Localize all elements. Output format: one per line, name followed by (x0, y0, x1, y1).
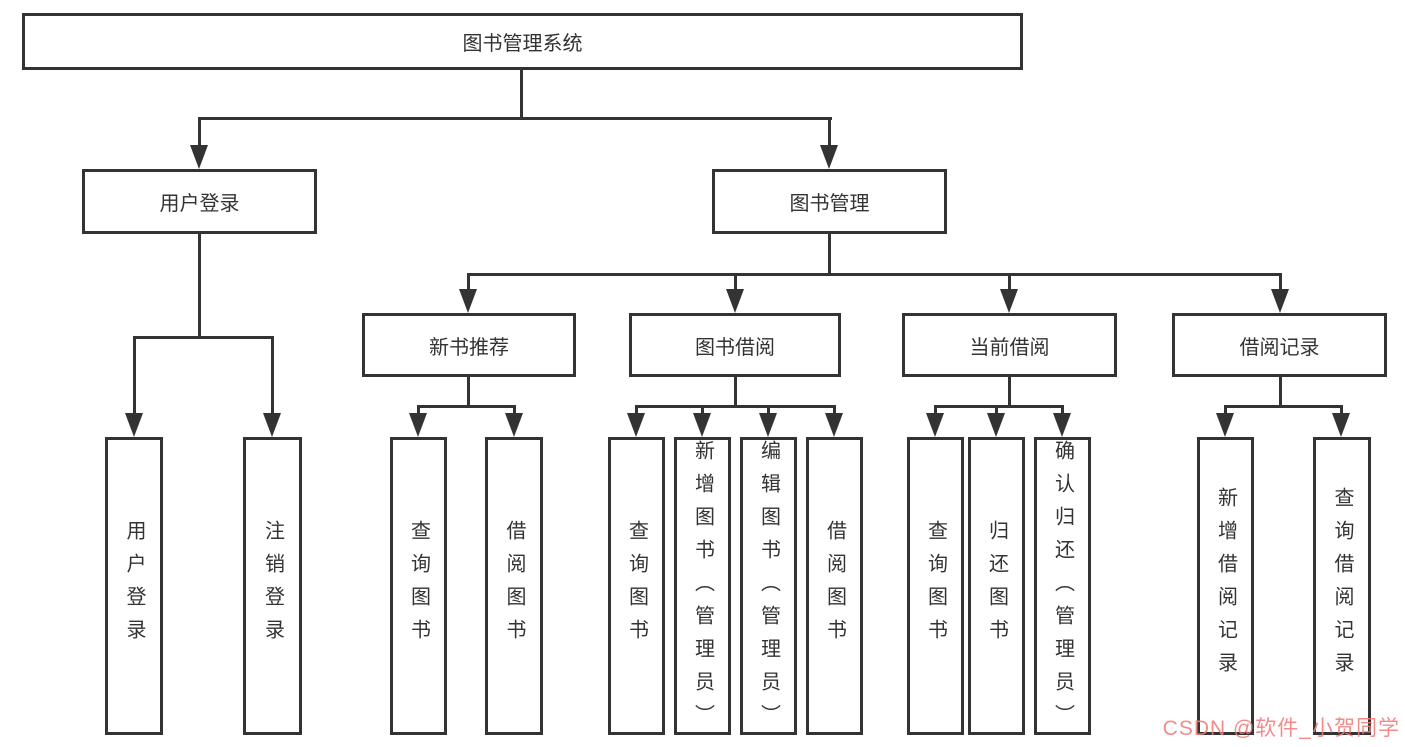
arrowhead-down-icon (1216, 413, 1234, 437)
arrowhead-down-icon (263, 413, 281, 437)
node-label: 查询借阅记录 (1331, 487, 1353, 685)
node-label: 图书借阅 (695, 336, 775, 359)
connector-stem (767, 408, 770, 414)
arrowhead-down-icon (987, 413, 1005, 437)
node-label: 图书管理 (789, 193, 870, 215)
connector-stem (701, 408, 704, 414)
connector-level2-rail (198, 117, 832, 120)
node-leaf-user-login: 用户登录 (105, 437, 163, 735)
node-label: 查询图书 (625, 520, 648, 652)
connector-stem (198, 120, 201, 146)
connector-recommend-trunk (467, 377, 470, 405)
node-label: 注销登录 (261, 520, 284, 652)
arrowhead-down-icon (409, 413, 427, 437)
node-leaf-logout: 注销登录 (243, 437, 302, 735)
arrowhead-down-icon (693, 413, 711, 437)
arrowhead-down-icon (1332, 413, 1350, 437)
connector-stem (995, 408, 998, 414)
node-label: 当前借阅 (969, 336, 1050, 359)
node-library-system: 图书管理系统 (22, 13, 1023, 70)
connector-stem (417, 408, 420, 414)
node-label: 确认归还（管理员） (1051, 440, 1074, 737)
watermark: CSDN @软件_小贺同学 (1162, 717, 1400, 740)
connector-stem (635, 408, 638, 414)
connector-stem (734, 276, 737, 290)
node-leaf-borrow-books-recommend: 借阅图书 (485, 437, 543, 735)
node-leaf-confirm-return-admin: 确认归还（管理员） (1034, 437, 1091, 737)
arrowhead-down-icon (726, 289, 744, 313)
node-label: 借阅图书 (823, 520, 846, 652)
node-leaf-borrow-books-borrowing: 借阅图书 (806, 437, 863, 735)
connector-user-login-rail (133, 336, 274, 339)
arrowhead-down-icon (125, 413, 143, 437)
connector-stem (1340, 408, 1343, 414)
node-label: 新增图书（管理员） (691, 440, 714, 737)
connector-book-management-trunk (828, 233, 831, 273)
arrowhead-down-icon (190, 145, 208, 169)
node-book-management: 图书管理 (712, 169, 947, 234)
node-label: 查询图书 (924, 520, 947, 652)
node-label: 借阅记录 (1239, 336, 1320, 359)
arrowhead-down-icon (1271, 289, 1289, 313)
arrowhead-down-icon (926, 413, 944, 437)
arrowhead-down-icon (1053, 413, 1071, 437)
connector-records-trunk (1279, 377, 1282, 405)
node-label: 图书管理系统 (462, 33, 583, 55)
arrowhead-down-icon (459, 289, 477, 313)
connector-current-trunk (1008, 377, 1011, 405)
connector-borrowing-trunk (734, 377, 737, 405)
node-user-login: 用户登录 (82, 169, 317, 234)
node-book-borrowing: 图书借阅 (629, 313, 841, 377)
node-borrowing-records: 借阅记录 (1172, 313, 1387, 377)
connector-stem (467, 276, 470, 290)
node-label: 编辑图书（管理员） (757, 440, 780, 737)
connector-stem (271, 339, 274, 414)
connector-stem (828, 120, 831, 146)
node-label: 归还图书 (985, 520, 1008, 652)
arrowhead-down-icon (820, 145, 838, 169)
node-leaf-edit-books-admin: 编辑图书（管理员） (740, 437, 797, 737)
connector-stem (133, 339, 136, 414)
node-label: 新书推荐 (429, 336, 509, 359)
node-leaf-query-books-current: 查询图书 (907, 437, 964, 735)
node-leaf-query-books-borrowing: 查询图书 (608, 437, 665, 735)
connector-stem (513, 408, 516, 414)
node-label: 借阅图书 (503, 520, 525, 652)
connector-stem (934, 408, 937, 414)
connector-stem (1008, 276, 1011, 290)
connector-stem (833, 408, 836, 414)
node-leaf-return-books: 归还图书 (968, 437, 1025, 735)
connector-user-login-trunk (198, 233, 201, 336)
connector-stem (1279, 276, 1282, 290)
connector-level3-rail (467, 273, 1282, 276)
connector-borrowing-rail (635, 405, 836, 408)
node-label: 查询图书 (407, 520, 430, 652)
arrowhead-down-icon (505, 413, 523, 437)
node-leaf-add-borrow-record: 新增借阅记录 (1197, 437, 1254, 735)
node-leaf-query-borrow-record: 查询借阅记录 (1313, 437, 1371, 735)
arrowhead-down-icon (825, 413, 843, 437)
arrowhead-down-icon (1000, 289, 1018, 313)
connector-records-rail (1224, 405, 1343, 408)
node-current-borrowing: 当前借阅 (902, 313, 1117, 377)
connector-root-trunk (520, 69, 523, 120)
node-label: 用户登录 (123, 520, 145, 652)
arrowhead-down-icon (759, 413, 777, 437)
arrowhead-down-icon (627, 413, 645, 437)
connector-current-rail (934, 405, 1064, 408)
connector-recommend-rail (417, 405, 516, 408)
node-leaf-query-books-recommend: 查询图书 (390, 437, 447, 735)
node-new-book-recommendation: 新书推荐 (362, 313, 576, 377)
node-label: 用户登录 (159, 193, 240, 215)
node-label: 新增借阅记录 (1214, 487, 1237, 685)
connector-stem (1224, 408, 1227, 414)
connector-stem (1061, 408, 1064, 414)
node-leaf-add-books-admin: 新增图书（管理员） (674, 437, 731, 737)
